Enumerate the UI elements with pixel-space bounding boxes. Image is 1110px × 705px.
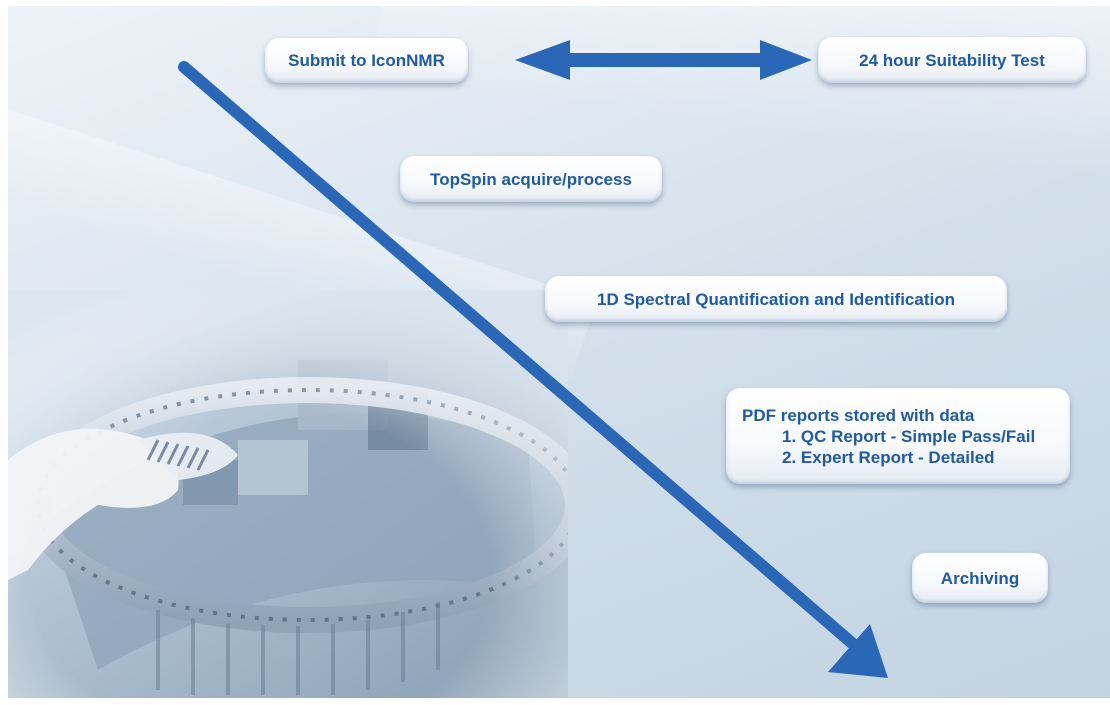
step-spectral-quantification: 1D Spectral Quantification and Identific… bbox=[545, 276, 1007, 322]
step-topspin: TopSpin acquire/process bbox=[400, 156, 662, 202]
step-pdf-reports: PDF reports stored with data 1. QC Repor… bbox=[726, 388, 1070, 484]
step-submit: Submit to IconNMR bbox=[265, 38, 468, 83]
step-suitability-label: 24 hour Suitability Test bbox=[859, 50, 1045, 70]
step-archiving-label: Archiving bbox=[940, 568, 1020, 588]
sample-changer-photo bbox=[8, 290, 568, 698]
pdf-report-item-qc: 1. QC Report - Simple Pass/Fail bbox=[782, 426, 1036, 446]
frame-left bbox=[0, 0, 8, 705]
step-topspin-label: TopSpin acquire/process bbox=[430, 169, 632, 189]
diagonal-arrow-icon bbox=[178, 61, 888, 678]
pdf-reports-title: PDF reports stored with data bbox=[742, 405, 975, 425]
step-spectral-label: 1D Spectral Quantification and Identific… bbox=[597, 289, 955, 309]
step-submit-label: Submit to IconNMR bbox=[288, 51, 445, 70]
pdf-report-item-expert: 2. Expert Report - Detailed bbox=[782, 447, 995, 467]
step-suitability-test: 24 hour Suitability Test bbox=[818, 37, 1086, 83]
double-arrow-icon bbox=[515, 40, 812, 80]
step-archiving: Archiving bbox=[912, 553, 1048, 603]
frame-bottom bbox=[0, 698, 1110, 705]
